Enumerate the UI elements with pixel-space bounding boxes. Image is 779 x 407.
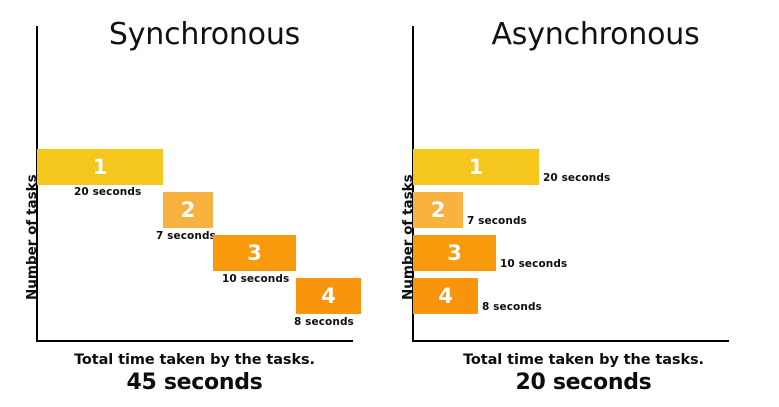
footer-caption-right: Total time taken by the tasks. [463, 352, 704, 368]
panel-title-synchronous: Synchronous [108, 17, 301, 52]
bar-task-3-right: 3 [413, 235, 496, 271]
bar-task-2-left: 2 [163, 192, 213, 228]
bar-number-4-left: 4 [321, 283, 336, 308]
bar-data-label-2-left: 7 seconds [156, 230, 216, 242]
bar-task-2-right: 2 [413, 192, 463, 228]
bar-task-4-right: 4 [413, 278, 478, 314]
bar-task-1-left: 1 [37, 149, 163, 185]
plot-area-right: 1 20 seconds 2 7 seconds 3 10 seconds 4 … [389, 0, 778, 407]
bar-number-3-right: 3 [447, 240, 462, 265]
footer-caption-left: Total time taken by the tasks. [74, 352, 315, 368]
footer-left: Total time taken by the tasks. 45 second… [0, 352, 389, 395]
bar-data-label-4-left: 8 seconds [294, 316, 354, 328]
bar-number-3-left: 3 [247, 240, 262, 265]
bar-data-label-1-left: 20 seconds [74, 186, 142, 198]
bar-data-label-1-right: 20 seconds [543, 172, 611, 184]
panel-synchronous: Synchronous Number of tasks 1 20 seconds… [0, 0, 389, 407]
bar-data-label-3-right: 10 seconds [500, 258, 568, 270]
footer-total-left: 45 seconds [126, 370, 263, 395]
x-axis-line-left [36, 340, 353, 342]
panel-asynchronous: Asynchronous Number of tasks 1 20 second… [389, 0, 778, 407]
bar-data-label-2-right: 7 seconds [467, 215, 527, 227]
footer-total-right: 20 seconds [515, 370, 652, 395]
footer-right: Total time taken by the tasks. 20 second… [389, 352, 778, 395]
plot-area-left: 1 20 seconds 2 7 seconds 3 10 seconds 4 … [0, 0, 389, 407]
bar-number-2-left: 2 [180, 197, 196, 222]
bar-number-1-left: 1 [92, 154, 108, 179]
bar-task-4-left: 4 [296, 278, 361, 314]
panel-title-asynchronous: Asynchronous [491, 17, 700, 52]
bar-data-label-4-right: 8 seconds [482, 301, 542, 313]
bar-data-label-3-left: 10 seconds [222, 273, 290, 285]
bar-task-1-right: 1 [413, 149, 539, 185]
bar-number-2-right: 2 [430, 197, 446, 222]
x-axis-line-right [412, 340, 729, 342]
bar-number-4-right: 4 [438, 283, 453, 308]
bar-task-3-left: 3 [213, 235, 296, 271]
bar-number-1-right: 1 [468, 154, 484, 179]
